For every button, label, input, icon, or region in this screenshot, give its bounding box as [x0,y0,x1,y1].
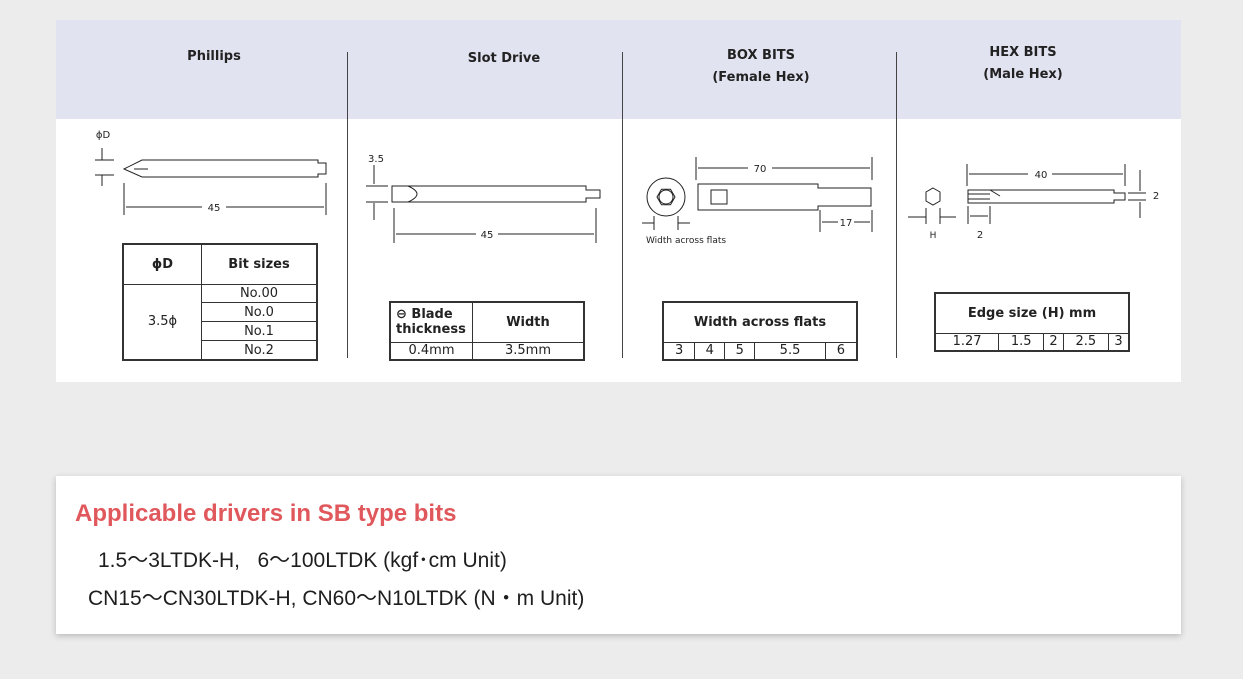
phillips-size-cell: No.0 [201,302,318,323]
hex-bits-title: HEX BITS (Male Hex) [958,42,1088,86]
hex-header: Edge size (H) mm [934,292,1130,334]
box-tip-label: 17 [840,218,853,229]
slot-header-blade-line2: thickness [396,322,466,338]
phillips-bit-drawing [95,148,327,215]
phillips-size-table: ϕD Bit sizes 3.5ϕ No.00 No.0 No.1 No.2 [122,243,318,361]
hex-size-cell: 2.5 [1062,332,1110,352]
bit-drawings: ϕD 45 3.5 45 [95,130,1159,246]
phillips-size-cell: No.1 [201,321,318,342]
column-separator [622,52,623,358]
box-size-cell: 5 [724,341,756,361]
hex-bit-drawing [908,164,1146,224]
slot-width-value: 3.5mm [472,341,585,361]
hex-size-cell: 1.5 [998,332,1045,352]
box-bits-title: BOX BITS (Female Hex) [696,45,826,89]
box-length-label: 70 [754,164,767,175]
slot-header-blade-line1: ⊖ Blade [396,307,453,323]
phillips-diameter-value: 3.5ϕ [122,283,202,361]
hex-size-cell: 3 [1108,332,1130,352]
column-separator [347,52,348,358]
box-caption-label: Width across flats [646,236,726,246]
drivers-line-2: CN15〜CN30LTDK-H, CN60〜N10LTDK (N・m Unit) [88,587,585,610]
box-size-cell: 3 [662,341,696,361]
phillips-header-sizes: Bit sizes [201,243,318,285]
phillips-size-cell: No.2 [201,340,318,361]
hex-bottom-label: 2 [977,230,983,241]
hex-size-cell: 2 [1043,332,1064,352]
hex-size-table: Edge size (H) mm 1.27 1.5 2 2.5 3 [934,292,1130,352]
box-bits-title-line2: (Female Hex) [712,70,810,85]
box-bits-title-line1: BOX BITS [726,48,796,63]
slot-drive-title: Slot Drive [467,51,541,66]
slot-length-label: 45 [481,230,494,241]
bit-types-header [56,20,1181,119]
hex-length-label: 40 [1035,170,1048,181]
applicable-drivers-panel: Applicable drivers in SB type bits 1.5〜3… [56,476,1181,634]
box-header: Width across flats [662,301,858,343]
slot-height-label: 3.5 [368,154,384,165]
hex-h-label: H [930,231,937,241]
hex-right-label: 2 [1153,191,1159,202]
slot-header-blade: ⊖ Blade thickness [389,301,473,343]
box-size-cell: 4 [694,341,726,361]
phillips-header-diameter: ϕD [122,243,202,285]
hex-bits-title-line2: (Male Hex) [983,67,1063,82]
slot-bit-drawing [366,165,601,243]
box-size-table: Width across flats 3 4 5 5.5 6 [662,301,858,361]
box-size-cell: 5.5 [754,341,826,361]
hex-bits-title-line1: HEX BITS [989,45,1057,60]
column-separator [896,52,897,358]
slot-blade-value: 0.4mm [389,341,473,361]
phillips-length-label: 45 [208,203,221,214]
bit-types-panel: Phillips Slot Drive BOX BITS (Female Hex… [56,20,1181,382]
phillips-size-cell: No.00 [201,283,318,304]
slot-header-width: Width [472,301,585,343]
drivers-line-1: 1.5〜3LTDK-H, 6〜100LTDK (kgf･cm Unit) [98,549,507,572]
applicable-drivers-title: Applicable drivers in SB type bits [75,500,457,527]
box-bit-drawing [642,157,873,232]
hex-size-cell: 1.27 [934,332,1000,352]
slot-size-table: ⊖ Blade thickness Width 0.4mm 3.5mm [389,301,585,361]
box-size-cell: 6 [824,341,858,361]
phillips-title: Phillips [187,49,241,64]
phillips-diameter-label: ϕD [96,130,111,141]
